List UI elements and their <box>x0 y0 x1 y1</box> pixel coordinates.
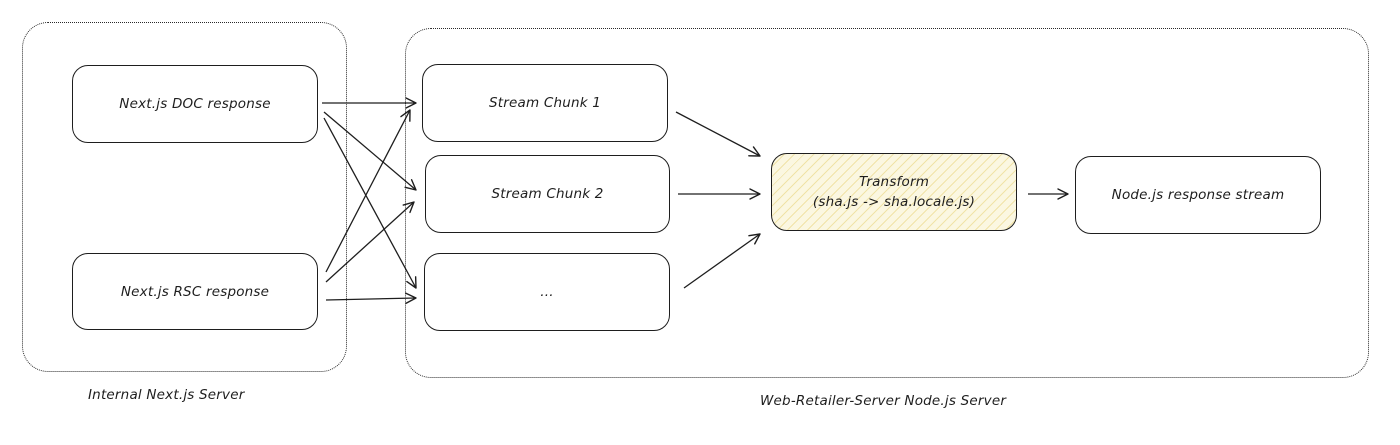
nextjs-rsc-response-node: Next.js RSC response <box>72 253 318 330</box>
nextjs-rsc-response-label: Next.js RSC response <box>120 283 270 300</box>
transform-node: Transform (sha.js -> sha.locale.js) <box>771 153 1017 231</box>
web-retailer-server-label: Web-Retailer-Server Node.js Server <box>760 393 1007 409</box>
stream-chunk-1-node: Stream Chunk 1 <box>422 64 668 142</box>
nodejs-response-stream-label: Node.js response stream <box>1111 187 1285 203</box>
nextjs-doc-response-label: Next.js DOC response <box>119 96 271 112</box>
stream-chunk-2-label: Stream Chunk 2 <box>491 186 604 202</box>
stream-chunk-2-node: Stream Chunk 2 <box>425 155 670 233</box>
nodejs-response-stream-node: Node.js response stream <box>1075 156 1321 234</box>
stream-chunk-more-node: ... <box>424 253 670 331</box>
stream-chunk-more-label: ... <box>540 284 554 300</box>
stream-chunk-1-label: Stream Chunk 1 <box>488 95 602 111</box>
transform-title: Transform <box>858 174 930 190</box>
internal-server-label: Internal Next.js Server <box>88 387 245 403</box>
nextjs-doc-response-node: Next.js DOC response <box>72 65 318 143</box>
transform-detail: (sha.js -> sha.locale.js) <box>812 194 976 210</box>
